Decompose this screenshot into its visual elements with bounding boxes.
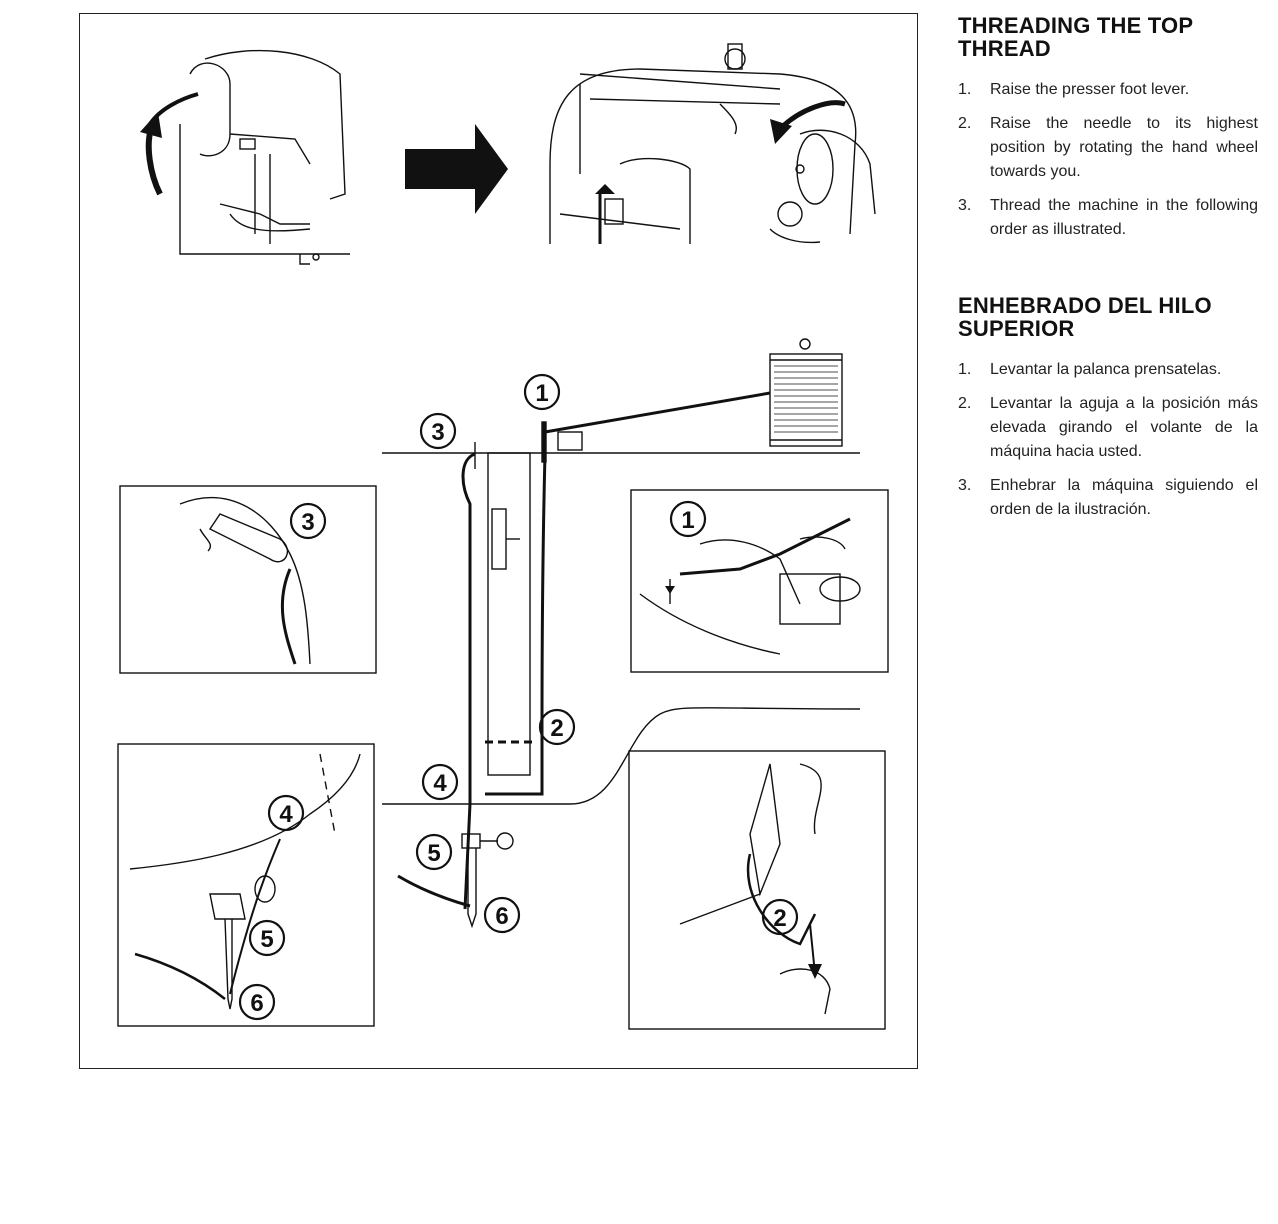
marker-1: 1 bbox=[535, 380, 548, 407]
marker-6: 6 bbox=[495, 903, 508, 930]
marker-5: 5 bbox=[427, 840, 440, 867]
spool-icon bbox=[769, 338, 843, 447]
threading-path-diagram bbox=[382, 338, 861, 929]
inset-guide-3 bbox=[119, 485, 377, 674]
step-number: 3. bbox=[958, 477, 972, 494]
instructions-column: THREADING THE TOP THREAD 1. Raise the pr… bbox=[958, 14, 1258, 532]
next-step-arrow bbox=[405, 124, 508, 214]
presser-foot-lever-illustration bbox=[140, 49, 350, 265]
spanish-step-2: 2. Levantar la aguja a la posición más e… bbox=[958, 392, 1258, 464]
english-section: THREADING THE TOP THREAD 1. Raise the pr… bbox=[958, 14, 1258, 242]
spanish-step-3: 3. Enhebrar la máquina siguiendo el orde… bbox=[958, 474, 1258, 522]
english-step-2: 2. Raise the needle to its highest posit… bbox=[958, 112, 1258, 184]
spanish-title: ENHEBRADO DEL HILO SUPERIOR bbox=[958, 293, 1212, 341]
step-text: Thread the machine in the following orde… bbox=[990, 197, 1258, 238]
spanish-step-1: 1. Levantar la palanca prensatelas. bbox=[958, 358, 1258, 382]
inset-tension-guide-1 bbox=[630, 489, 889, 673]
step-number: 2. bbox=[958, 395, 972, 412]
inset-marker-4: 4 bbox=[279, 801, 293, 828]
hand-wheel-illustration bbox=[549, 43, 876, 244]
marker-2: 2 bbox=[550, 715, 563, 742]
marker-3: 3 bbox=[431, 419, 444, 446]
step-number: 1. bbox=[958, 361, 972, 378]
inset-marker-2: 2 bbox=[773, 905, 786, 932]
inset-take-up-lever-2 bbox=[628, 750, 886, 1030]
marker-4: 4 bbox=[433, 770, 447, 797]
inset-marker-1: 1 bbox=[681, 507, 694, 534]
english-title: THREADING THE TOP THREAD bbox=[958, 13, 1193, 61]
threading-illustration-frame: 1 3 2 4 5 6 3 1 4 5 6 2 bbox=[79, 13, 918, 1069]
step-number: 2. bbox=[958, 115, 972, 132]
step-marker-labels: 1 3 2 4 5 6 3 1 4 5 6 2 bbox=[250, 380, 786, 1017]
step-number: 3. bbox=[958, 197, 972, 214]
inset-marker-5: 5 bbox=[260, 926, 273, 953]
step-markers bbox=[238, 373, 799, 1021]
spanish-section: ENHEBRADO DEL HILO SUPERIOR 1. Levantar … bbox=[958, 294, 1258, 522]
spanish-steps: 1. Levantar la palanca prensatelas. 2. L… bbox=[958, 358, 1258, 522]
step-text: Raise the needle to its highest position… bbox=[990, 115, 1258, 180]
english-step-1: 1. Raise the presser foot lever. bbox=[958, 78, 1258, 102]
step-text: Levantar la aguja a la posición más elev… bbox=[990, 395, 1258, 460]
inset-marker-3: 3 bbox=[301, 509, 314, 536]
section-spacer bbox=[958, 252, 1258, 294]
inset-marker-6: 6 bbox=[250, 990, 263, 1017]
step-text: Enhebrar la máquina siguiendo el orden d… bbox=[990, 477, 1258, 518]
step-text: Levantar la palanca prensatelas. bbox=[990, 361, 1222, 378]
inset-needle-bar-4-5-6 bbox=[117, 743, 375, 1027]
english-step-3: 3. Thread the machine in the following o… bbox=[958, 194, 1258, 242]
threading-illustration: 1 3 2 4 5 6 3 1 4 5 6 2 bbox=[117, 43, 889, 1030]
step-number: 1. bbox=[958, 81, 972, 98]
step-text: Raise the presser foot lever. bbox=[990, 81, 1190, 98]
english-steps: 1. Raise the presser foot lever. 2. Rais… bbox=[958, 78, 1258, 242]
